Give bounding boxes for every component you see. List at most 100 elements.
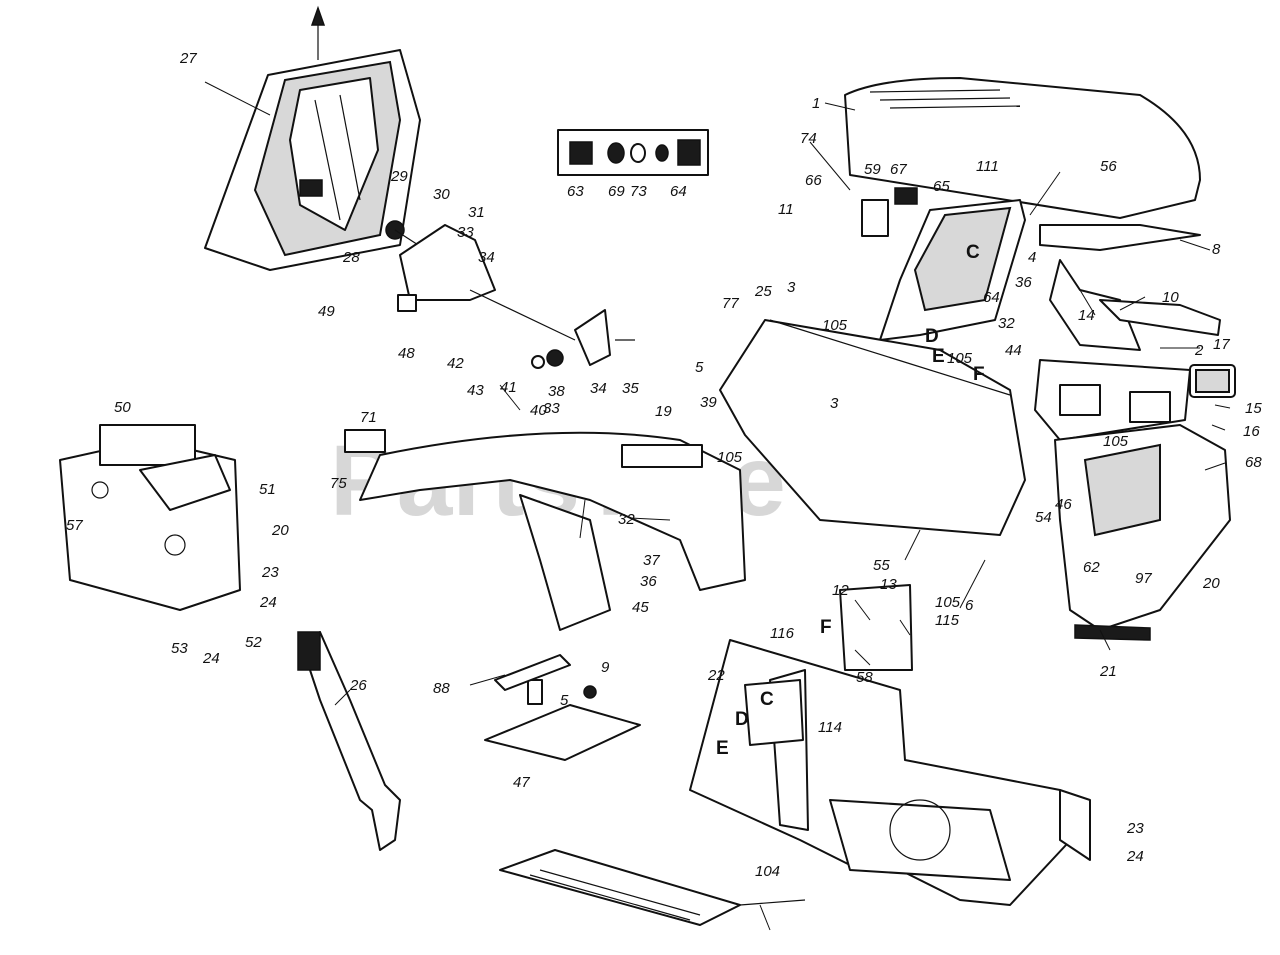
callout-26: 26 <box>349 677 367 694</box>
callout-45: 45 <box>632 599 649 616</box>
callout-50: 50 <box>114 399 131 416</box>
fender[interactable] <box>344 429 746 631</box>
callout-16: 16 <box>1243 423 1260 440</box>
callout-5: 5 <box>695 359 704 376</box>
callout-13: 13 <box>880 576 897 593</box>
callout-55: 55 <box>873 557 890 574</box>
callout-22: 22 <box>707 667 725 684</box>
callout-labels: 1 2 3 3 4 5 5 6 8 9 10 11 12 13 14 15 16… <box>66 50 1262 880</box>
callout-24: 24 <box>202 650 220 667</box>
callout-12: 12 <box>832 582 849 599</box>
callout-111: 111 <box>976 158 999 175</box>
hood[interactable] <box>844 77 1201 219</box>
callout-97: 97 <box>1135 570 1152 587</box>
callout-33: 33 <box>457 224 474 241</box>
callout-8: 8 <box>1212 241 1221 258</box>
letter-c: C <box>966 242 980 263</box>
callout-33: 33 <box>543 400 560 417</box>
callout-20: 20 <box>1202 575 1220 592</box>
ignition-switch-inset[interactable] <box>557 129 709 176</box>
callout-14: 14 <box>1078 307 1095 324</box>
shift-plate[interactable] <box>484 654 641 761</box>
callout-42: 42 <box>447 355 464 372</box>
callout-20: 20 <box>271 522 289 539</box>
callout-105: 105 <box>1103 433 1129 450</box>
callout-29: 29 <box>390 168 408 185</box>
letter-f: F <box>973 364 985 385</box>
callout-59: 59 <box>864 161 881 178</box>
letter-d: D <box>735 709 749 730</box>
callout-43: 43 <box>467 382 484 399</box>
callout-23: 23 <box>261 564 279 581</box>
callout-32: 32 <box>998 315 1015 332</box>
callout-3: 3 <box>787 279 796 296</box>
callout-35: 35 <box>622 380 639 397</box>
callout-27: 27 <box>179 50 197 67</box>
callout-36: 36 <box>640 573 657 590</box>
callout-25: 25 <box>754 283 772 300</box>
callout-104: 104 <box>755 863 780 880</box>
dash-panel-left[interactable] <box>204 5 421 271</box>
steering-bracket-assembly[interactable] <box>385 220 635 369</box>
dash-panel-right[interactable] <box>861 187 1026 341</box>
engine-assembly[interactable] <box>59 424 241 611</box>
callout-37: 37 <box>643 552 660 569</box>
callout-63: 63 <box>567 183 584 200</box>
callout-48: 48 <box>398 345 415 362</box>
callout-28: 28 <box>342 249 360 266</box>
callout-34: 34 <box>590 380 607 397</box>
callout-38: 38 <box>548 383 565 400</box>
callout-44: 44 <box>1005 342 1022 359</box>
callout-56: 56 <box>1100 158 1117 175</box>
callout-65: 65 <box>933 178 950 195</box>
callout-105: 105 <box>822 317 848 334</box>
footboard[interactable] <box>499 849 806 926</box>
callout-49: 49 <box>318 303 335 320</box>
callout-2: 2 <box>1194 342 1204 359</box>
callout-17: 17 <box>1213 336 1230 353</box>
callout-19: 19 <box>655 403 672 420</box>
callout-62: 62 <box>1083 559 1100 576</box>
callout-64: 64 <box>670 183 687 200</box>
callout-68: 68 <box>1245 454 1262 471</box>
callout-6: 6 <box>965 597 974 614</box>
chassis-frame[interactable] <box>689 584 1091 906</box>
shift-lever[interactable] <box>297 631 401 851</box>
callout-40: 40 <box>530 402 547 419</box>
callout-47: 47 <box>513 774 530 791</box>
callout-105: 105 <box>947 350 973 367</box>
hood-brackets[interactable] <box>1039 224 1221 351</box>
callout-77: 77 <box>722 295 739 312</box>
callout-3: 3 <box>830 395 839 412</box>
letter-c: C <box>760 689 774 710</box>
callout-24: 24 <box>259 594 277 611</box>
callout-39: 39 <box>700 394 717 411</box>
headlight[interactable] <box>1189 364 1236 398</box>
callout-74: 74 <box>800 130 817 147</box>
callout-105: 105 <box>717 449 743 466</box>
callout-114: 114 <box>818 719 842 736</box>
grille-nose[interactable] <box>1034 359 1231 641</box>
callout-52: 52 <box>245 634 262 651</box>
callout-10: 10 <box>1162 289 1179 306</box>
callout-54: 54 <box>1035 509 1052 526</box>
callout-4: 4 <box>1028 249 1036 266</box>
dash-console[interactable] <box>719 319 1026 536</box>
callout-23: 23 <box>1126 820 1144 837</box>
callout-11: 11 <box>778 201 794 218</box>
callout-88: 88 <box>433 680 450 697</box>
letter-d: D <box>925 326 939 347</box>
letter-e: E <box>716 738 729 759</box>
letter-e: E <box>932 346 945 367</box>
callout-32: 32 <box>618 511 635 528</box>
callout-53: 53 <box>171 640 188 657</box>
callout-9: 9 <box>601 659 610 676</box>
callout-64: 64 <box>983 289 1000 306</box>
leader-lines <box>204 81 1231 931</box>
reference-letters: C D E F C D E F <box>716 242 985 759</box>
callout-34: 34 <box>478 249 495 266</box>
callout-24: 24 <box>1126 848 1144 865</box>
callout-51: 51 <box>259 481 276 498</box>
callout-30: 30 <box>433 186 450 203</box>
